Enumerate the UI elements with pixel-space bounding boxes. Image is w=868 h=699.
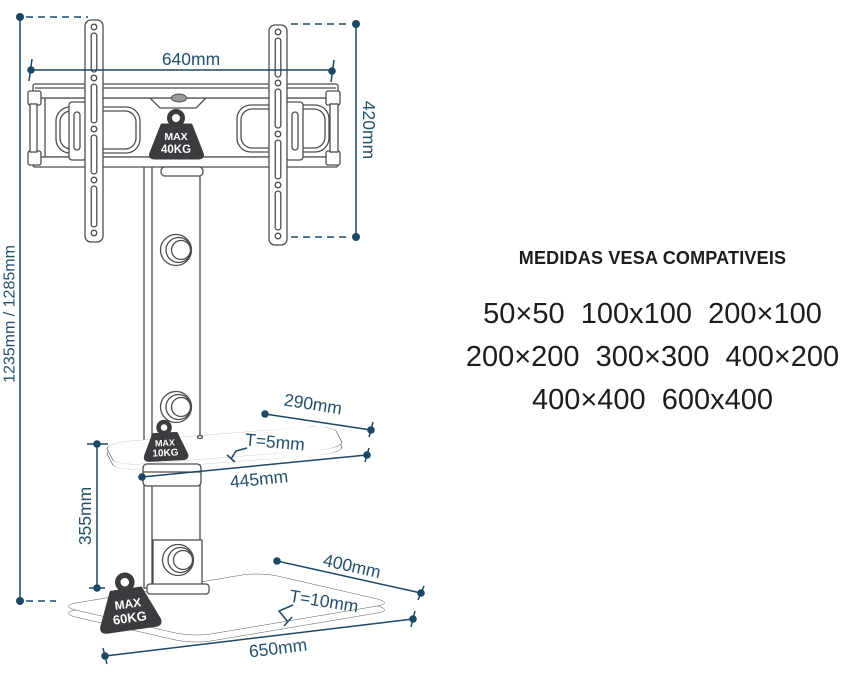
bracket-end-left bbox=[27, 90, 42, 166]
badge-shelf-max: MAX bbox=[155, 437, 175, 448]
vesa-sizes-row-1: 50×50 100x100 200×100 bbox=[483, 298, 822, 330]
vesa-sizes-row-3: 400×400 600x400 bbox=[531, 384, 774, 416]
vesa-panel: MEDIDAS VESA COMPATIVEIS 50×50 100x100 2… bbox=[445, 248, 860, 422]
max-weight-badge-mount: MAX 40KG bbox=[149, 109, 204, 160]
vesa-bar-left bbox=[84, 19, 104, 243]
column-foot bbox=[146, 539, 210, 595]
badge-mount-kg: 40KG bbox=[161, 144, 191, 156]
dim-bracket-height-label: 420mm bbox=[359, 101, 379, 159]
cable-hole-top bbox=[159, 233, 193, 267]
badge-shelf-kg: 10KG bbox=[152, 447, 179, 459]
tilt-tab bbox=[171, 93, 187, 103]
dim-height-label: 1235mm / 1285mm bbox=[2, 245, 19, 383]
bracket-end-right bbox=[325, 90, 341, 166]
dim-bracket-width-label: 640mm bbox=[162, 49, 220, 69]
dim-shelf-depth-label: 290mm bbox=[283, 390, 344, 419]
cable-hole-middle bbox=[159, 390, 193, 424]
vesa-title: MEDIDAS VESA COMPATIVEIS bbox=[518, 248, 787, 268]
badge-base-kg: 60KG bbox=[112, 608, 148, 628]
dim-base-width: 650mm bbox=[101, 610, 417, 665]
column bbox=[143, 159, 210, 595]
vesa-sizes-row-2: 200×200 300×300 400×200 bbox=[465, 341, 840, 373]
dim-total-height: 1235mm / 1285mm bbox=[2, 13, 88, 605]
shelf-screw-hole bbox=[196, 434, 204, 440]
dim-shelf-width-label: 445mm bbox=[229, 466, 289, 492]
vesa-bar-right bbox=[268, 24, 288, 246]
badge-base-max: MAX bbox=[114, 595, 142, 613]
dim-bracket-height: 420mm bbox=[291, 20, 379, 241]
badge-mount-max: MAX bbox=[164, 131, 187, 143]
shelf-clamp bbox=[142, 463, 202, 487]
dim-base-width-label: 650mm bbox=[248, 635, 308, 662]
max-weight-badge-base: MAX 60KG bbox=[100, 572, 162, 634]
dim-bracket-width: 640mm bbox=[27, 49, 336, 83]
max-weight-badge-shelf: MAX 10KG bbox=[143, 419, 189, 462]
dim-shelf-clearance: 355mm bbox=[75, 440, 108, 592]
dim-shelf-clearance-label: 355mm bbox=[75, 487, 95, 545]
